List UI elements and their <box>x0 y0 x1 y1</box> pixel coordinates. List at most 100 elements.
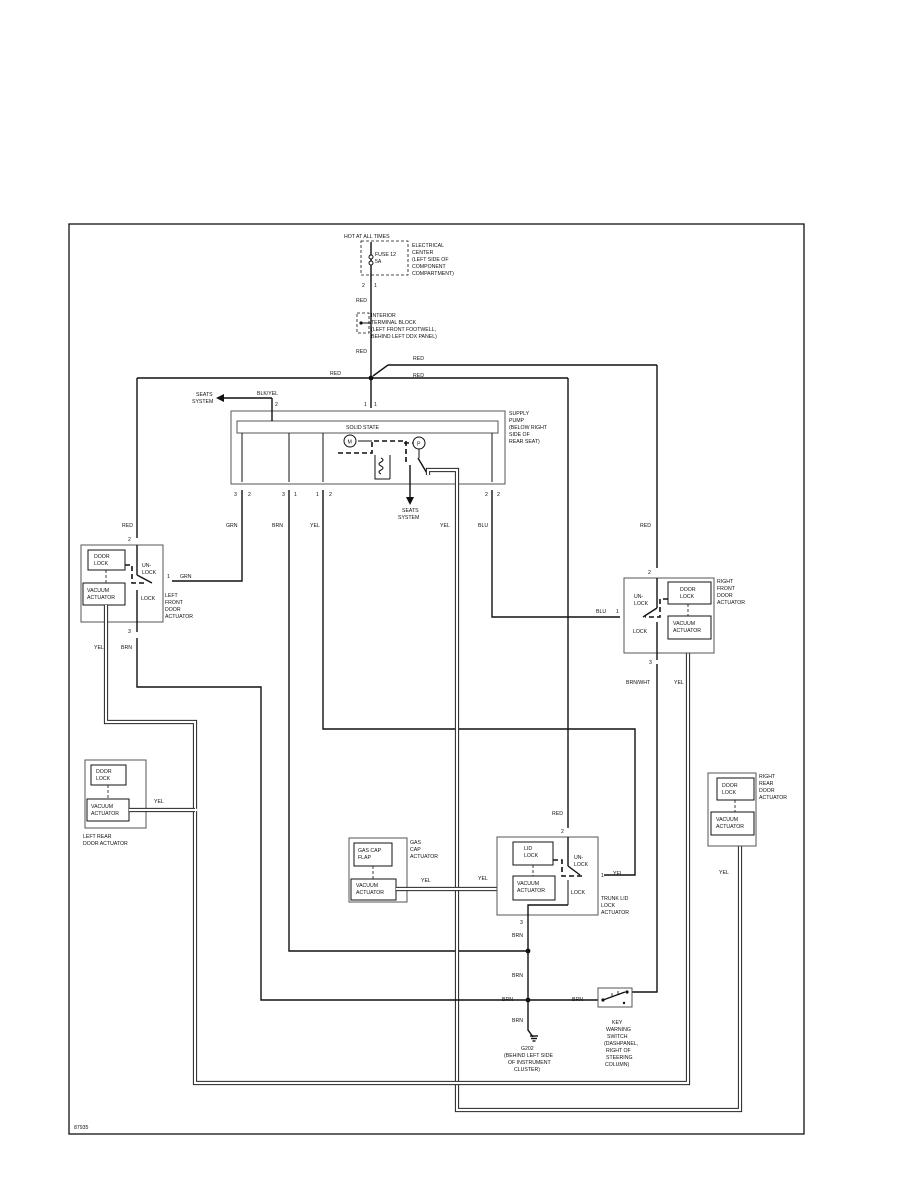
seats-arrow-top <box>216 394 224 402</box>
gascap-yel-label: YEL <box>421 878 431 884</box>
rf-door-lock-1: DOOR <box>680 587 696 593</box>
electrical-center-line5: COMPARTMENT) <box>412 271 454 277</box>
key-switch-contact-b <box>625 990 629 994</box>
pump-pin-d: 1 <box>294 492 297 498</box>
key-label-5: RIGHT OF <box>606 1048 631 1054</box>
red-left-label: RED <box>330 371 341 377</box>
supply-red-1: RED <box>356 298 367 304</box>
ground-brn-1: BRN <box>512 933 523 939</box>
lf-label-4: ACTUATOR <box>165 614 193 620</box>
electrical-center-line4: COMPONENT <box>412 264 447 270</box>
lf-unlock-2: LOCK <box>142 570 157 576</box>
trunk-lid-lock-1: LID <box>524 846 532 852</box>
motor-symbol <box>343 434 357 448</box>
rr-door-lock-1: DOOR <box>722 783 738 789</box>
rf-door-lock-box <box>667 581 712 605</box>
trunk-red-label: RED <box>552 811 563 817</box>
rr-vacuum-1: VACUUM <box>716 817 738 823</box>
lf-unlock-1: UN- <box>142 563 151 569</box>
lr-vacuum-box <box>86 798 130 822</box>
pump-pin-1-right: 1 <box>374 402 377 408</box>
blu-wire <box>491 490 620 618</box>
pump-label-2: PUMP <box>509 418 525 424</box>
relay-coil-frame <box>374 455 390 480</box>
pump-pin-e: 1 <box>316 492 319 498</box>
lf-yel-label: YEL <box>94 645 104 651</box>
lr-door-lock-2: LOCK <box>96 776 111 782</box>
rf-lock: LOCK <box>633 629 648 635</box>
pump-hose <box>425 467 743 1113</box>
lf-label-1: LEFT <box>165 593 179 599</box>
supply-pin-1: 1 <box>374 283 377 289</box>
rr-label-3: DOOR <box>759 788 775 794</box>
interior-block-line3: (LEFT FRONT FOOTWELL, <box>371 327 436 333</box>
trunk-vacuum-1: VACUUM <box>517 881 539 887</box>
rf-switch-dash <box>645 598 668 618</box>
interior-block-line1: INTERIOR <box>371 313 396 319</box>
diagram-id: 87935 <box>74 1125 89 1131</box>
lf-vacuum-2: ACTUATOR <box>87 595 115 601</box>
rr-door-lock-2: LOCK <box>722 790 737 796</box>
fuse-upper-contact <box>368 254 374 260</box>
pump-pin-f: 2 <box>329 492 332 498</box>
lf-label-3: DOOR <box>165 607 181 613</box>
rf-label-2: FRONT <box>717 586 736 592</box>
seats-system-top-2: SYSTEM <box>192 399 213 405</box>
seats-arrow-bottom <box>406 497 414 505</box>
lf-label-2: FRONT <box>165 600 184 606</box>
brnwht-to-key-switch <box>632 664 658 993</box>
rf-pin-top: 2 <box>648 570 651 576</box>
yel-label: YEL <box>310 523 320 529</box>
motor-letter: M <box>348 440 352 446</box>
key-switch-actuator <box>611 991 619 996</box>
lr-door-lock-1: DOOR <box>96 769 112 775</box>
hot-at-all-times: HOT AT ALL TIMES <box>344 234 390 240</box>
ground-lead <box>527 1022 534 1038</box>
pump-hose-inner <box>426 468 742 1112</box>
red-mid-label: RED <box>413 373 424 379</box>
trunk-vacuum-2: ACTUATOR <box>517 888 545 894</box>
lf-switch-blade <box>136 574 153 584</box>
electrical-center-line1: ELECTRICAL <box>412 243 444 249</box>
rr-door-lock-box <box>716 777 755 801</box>
lf-hose-inner <box>104 605 690 1085</box>
rf-unlock-1: UN- <box>634 594 643 600</box>
lr-vacuum-2: ACTUATOR <box>91 811 119 817</box>
lf-door-lock-1: DOOR <box>94 554 110 560</box>
lf-vacuum-1: VACUUM <box>87 588 109 594</box>
trunk-label-1: TRUNK LID <box>601 896 629 902</box>
rf-label-1: RIGHT <box>717 579 734 585</box>
rf-unlock-2: LOCK <box>634 601 649 607</box>
ground-label-2: (BEHIND LEFT SIDE <box>504 1053 553 1059</box>
trunk-pin-top: 2 <box>561 829 564 835</box>
rr-yel-label: YEL <box>719 870 729 876</box>
seats-system-bottom-2: SYSTEM <box>398 515 419 521</box>
brn-wire-pump <box>288 490 528 952</box>
lr-vacuum-1: VACUUM <box>91 804 113 810</box>
rf-switch-blade <box>642 607 658 618</box>
seats-system-bottom-1: SEATS <box>402 508 419 514</box>
trunk-label-2: LOCK <box>601 903 616 909</box>
gascap-label-1: GAS <box>410 840 421 846</box>
seats-system-top-1: SEATS <box>196 392 213 398</box>
electrical-center-line3: (LEFT SIDE OF <box>412 257 449 263</box>
interior-block-line4: BEHIND LEFT DDX PANEL) <box>371 334 437 340</box>
blkyel-label: BLK/YEL <box>257 391 278 397</box>
red-branch-diag <box>372 364 389 377</box>
ground-junction-1 <box>525 948 531 954</box>
pump-pin-b: 2 <box>248 492 251 498</box>
pump-pin-g: 2 <box>485 492 488 498</box>
solid-state-label: SOLID STATE <box>346 425 379 431</box>
rr-vacuum-box <box>710 811 755 836</box>
key-label-1: KEY <box>612 1020 623 1026</box>
pump-pin-c: 3 <box>282 492 285 498</box>
trunk-lid-lock-2: LOCK <box>524 853 539 859</box>
rf-brnwht-label: BRN/WHT <box>626 680 651 686</box>
gascap-flap-2: FLAP <box>358 855 372 861</box>
key-label-2: WARNING <box>606 1027 631 1033</box>
trunk-yel-out: YEL <box>613 871 623 877</box>
rf-pin-bottom: 3 <box>649 660 652 666</box>
key-switch-dot <box>622 1001 626 1005</box>
lf-pin-bottom: 3 <box>128 629 131 635</box>
pump-pin-1-left: 1 <box>364 402 367 408</box>
